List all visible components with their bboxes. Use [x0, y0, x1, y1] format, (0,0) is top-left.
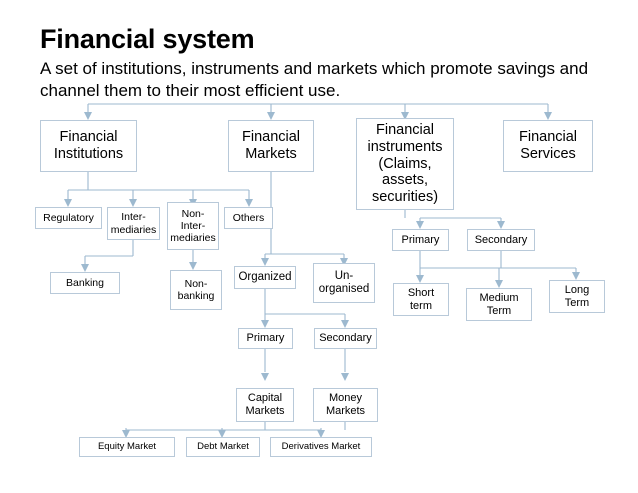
node-money-markets[interactable]: Money Markets [313, 388, 378, 422]
node-non-banking[interactable]: Non-banking [170, 270, 222, 310]
node-financial-instruments[interactable]: Financial instruments (Claims, assets, s… [356, 118, 454, 210]
node-primary-instrument[interactable]: Primary [392, 229, 449, 251]
node-intermediaries[interactable]: Inter-mediaries [107, 207, 160, 240]
node-long-term[interactable]: Long Term [549, 280, 605, 313]
node-financial-services[interactable]: Financial Services [503, 120, 593, 172]
page-subtitle: A set of institutions, instruments and m… [40, 59, 589, 100]
node-derivatives-market[interactable]: Derivatives Market [270, 437, 372, 457]
node-organized[interactable]: Organized [234, 266, 296, 289]
node-secondary-market[interactable]: Secondary [314, 328, 377, 349]
node-banking[interactable]: Banking [50, 272, 120, 294]
node-equity-market[interactable]: Equity Market [79, 437, 175, 457]
node-financial-markets[interactable]: Financial Markets [228, 120, 314, 172]
node-secondary-instrument[interactable]: Secondary [467, 229, 535, 251]
node-unorganised[interactable]: Un-organised [313, 263, 375, 303]
node-financial-institutions[interactable]: Financial Institutions [40, 120, 137, 172]
node-primary-market[interactable]: Primary [238, 328, 293, 349]
node-debt-market[interactable]: Debt Market [186, 437, 260, 457]
page-title: Financial system [40, 24, 255, 54]
node-short-term[interactable]: Short term [393, 283, 449, 316]
node-non-intermediaries[interactable]: Non-Inter-mediaries [167, 202, 219, 250]
node-capital-markets[interactable]: Capital Markets [236, 388, 294, 422]
node-regulatory[interactable]: Regulatory [35, 207, 102, 229]
node-medium-term[interactable]: Medium Term [466, 288, 532, 321]
node-others[interactable]: Others [224, 207, 273, 229]
